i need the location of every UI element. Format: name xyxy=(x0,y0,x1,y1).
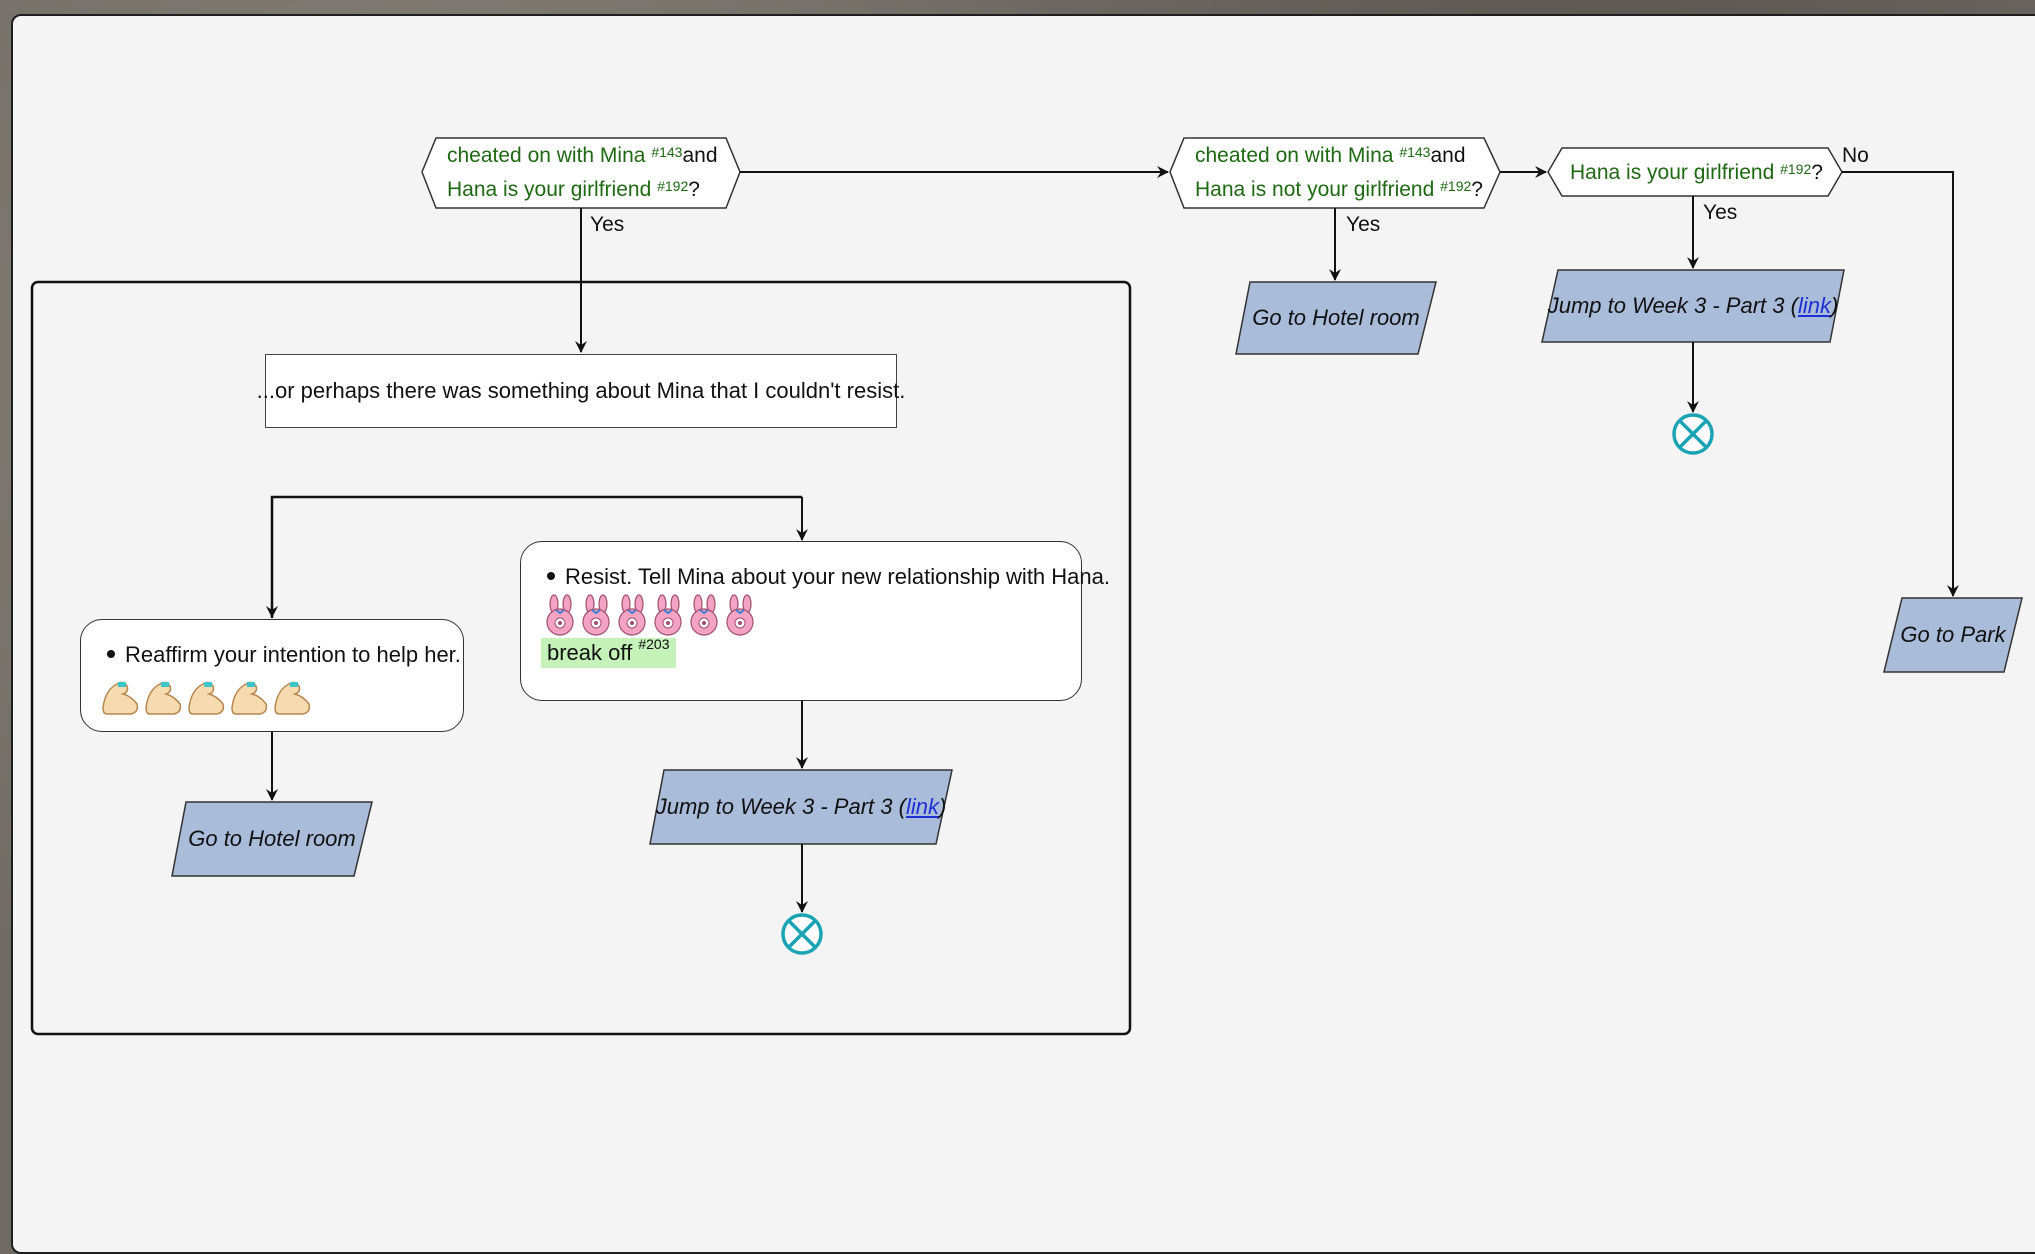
jump-link[interactable]: link xyxy=(1797,293,1831,318)
bullet xyxy=(547,572,555,581)
choice-resist-icons xyxy=(543,594,765,636)
flowchart-shapes xyxy=(30,137,2023,1036)
edge-label-no: No xyxy=(1842,144,1869,167)
tag-break-off: break off #203 xyxy=(541,636,676,668)
decision-1-line-1: cheated on with Mina #143and xyxy=(447,144,718,167)
decision-2-shape xyxy=(1169,137,1501,209)
bullet xyxy=(107,650,115,659)
choice-resist-text: Resist. Tell Mina about your new relatio… xyxy=(565,564,1110,589)
flexed-arm-icon xyxy=(102,681,311,715)
decision-2-line-2: Hana is not your girlfriend #192? xyxy=(1195,178,1483,201)
statement-box: ...or perhaps there was something about … xyxy=(257,354,905,428)
decision-1-line-2: Hana is your girlfriend #192? xyxy=(447,178,700,201)
end-icon xyxy=(781,913,823,955)
decision-3-shape xyxy=(1547,147,1843,197)
action-park-shape xyxy=(1883,597,2023,673)
action-jump-right[interactable]: Jump to Week 3 - Part 3 (link) xyxy=(1547,293,1839,318)
action-hotel-mid-shape xyxy=(1235,281,1437,355)
action-jump-left[interactable]: Jump to Week 3 - Part 3 (link) xyxy=(655,794,947,819)
action-hotel-mid[interactable]: Go to Hotel room xyxy=(1252,305,1420,330)
decision-1-shape xyxy=(421,137,741,209)
connector xyxy=(1842,171,1959,597)
action-jump-left-shape xyxy=(649,769,953,845)
bunny-icon xyxy=(546,594,754,636)
decision-3-text: Hana is your girlfriend #192? xyxy=(1570,161,1823,184)
decision-2-line-1: cheated on with Mina #143and xyxy=(1195,144,1466,167)
end-icon xyxy=(1672,413,1714,455)
edge-label-yes: Yes xyxy=(1346,213,1381,236)
action-park[interactable]: Go to Park xyxy=(1900,622,2006,647)
jump-link[interactable]: link xyxy=(905,794,939,819)
action-jump-right-shape xyxy=(1541,269,1845,343)
edge-label-yes: Yes xyxy=(1703,201,1738,224)
choice-reaffirm-text: Reaffirm your intention to help her. xyxy=(125,642,461,667)
action-hotel-left-shape xyxy=(171,801,373,877)
choice-reaffirm[interactable]: Reaffirm your intention to help her. xyxy=(80,619,464,732)
edge-label-yes: Yes xyxy=(590,213,625,236)
action-hotel-left[interactable]: Go to Hotel room xyxy=(188,826,356,851)
choice-reaffirm-icons xyxy=(101,674,315,716)
choice-resist[interactable]: Resist. Tell Mina about your new relatio… xyxy=(520,541,1110,701)
